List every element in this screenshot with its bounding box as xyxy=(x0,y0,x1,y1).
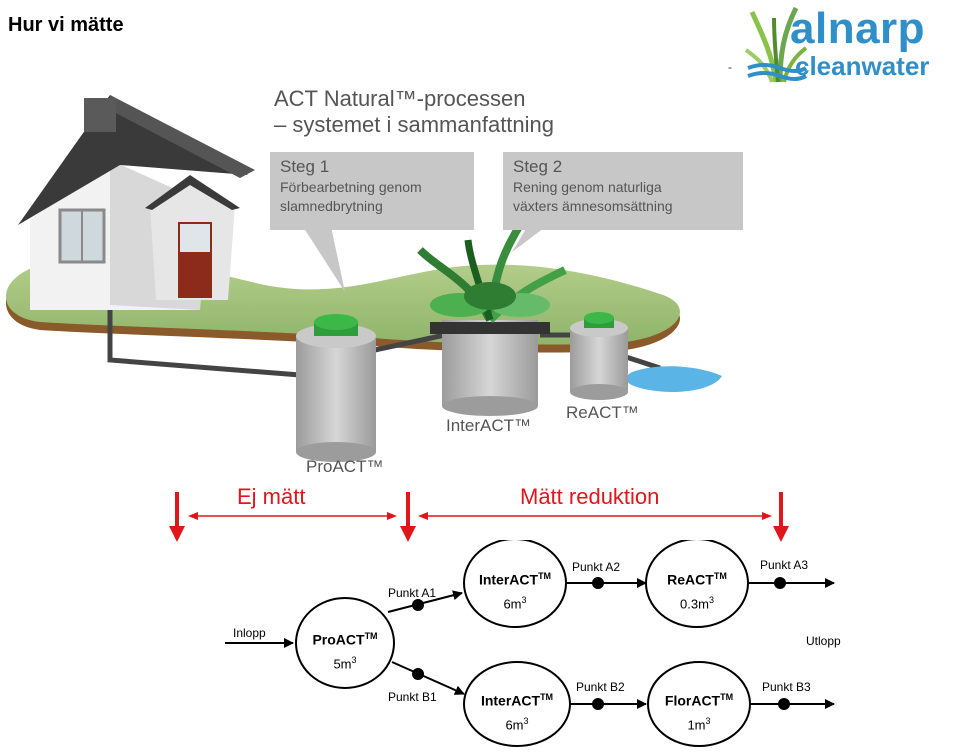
not-measured-label: Ej mätt xyxy=(237,484,306,509)
interact-a-node-volume: 6m3 xyxy=(503,595,527,612)
proact-node-volume: 5m3 xyxy=(333,655,357,672)
water-outlet-icon xyxy=(626,366,722,392)
measure-point-a3 xyxy=(774,577,786,589)
measurement-markers xyxy=(169,492,789,542)
measure-point-b1 xyxy=(412,668,424,680)
callout-step2: Steg 2 Rening genom naturliga växters äm… xyxy=(503,152,743,230)
system-illustration xyxy=(5,95,722,462)
callout-step1-line2: slamnedbrytning xyxy=(280,198,383,214)
callout-step2-line1: Rening genom naturliga xyxy=(513,179,662,195)
callout-step1-line1: Förbearbetning genom xyxy=(280,179,422,195)
callout-step2-heading: Steg 2 xyxy=(513,157,563,176)
proact-component-label: ProACT™ xyxy=(306,457,384,476)
node-interact-a xyxy=(463,540,567,628)
react-node-volume: 0.3m3 xyxy=(680,595,714,612)
process-title-line2: – systemet i sammanfattning xyxy=(274,112,555,137)
logo-wordmark-alnarp: alnarp xyxy=(790,4,926,53)
measure-point-b3 xyxy=(778,698,790,710)
measured-reduction-label: Mätt reduktion xyxy=(520,484,660,509)
node-interact-b xyxy=(463,661,571,747)
arrow-proact-to-interact-a xyxy=(387,590,463,613)
process-title-line1: ACT Natural™-processen xyxy=(274,86,526,111)
outlet-label: Utlopp xyxy=(806,634,841,648)
measure-point-b2 xyxy=(592,698,604,710)
interact-b-node-title: InterACTTM xyxy=(480,692,554,709)
page-title: Hur vi mätte xyxy=(8,14,124,36)
proact-node-title: ProACTTM xyxy=(312,631,378,648)
interact-component-label: InterACT™ xyxy=(446,416,532,435)
point-a2-label: Punkt A2 xyxy=(572,560,621,574)
point-b3-label: Punkt B3 xyxy=(762,680,811,694)
down-arrow-icon xyxy=(169,526,185,542)
arrow-proact-to-interact-b xyxy=(391,661,465,695)
interact-a-node-title: InterACTTM xyxy=(478,571,552,588)
flow-diagram xyxy=(225,540,835,747)
floract-node-volume: 1m3 xyxy=(687,716,711,733)
process-title: ACT Natural™-processen – systemet i samm… xyxy=(274,86,554,138)
react-node-title: ReACTTM xyxy=(667,571,727,588)
floract-node-title: FlorACTTM xyxy=(664,692,734,709)
company-logo xyxy=(728,4,958,84)
point-a1-label: Punkt A1 xyxy=(388,586,437,600)
measure-point-a2 xyxy=(592,577,604,589)
callout-step1: Steg 1 Förbearbetning genom slamnedbrytn… xyxy=(270,152,474,230)
reed-logo-icon xyxy=(744,6,808,83)
react-component-label: ReACT™ xyxy=(566,403,639,422)
interact-b-node-volume: 6m3 xyxy=(505,716,529,733)
point-b2-label: Punkt B2 xyxy=(576,680,625,694)
logo-wordmark-cleanwater: cleanwater xyxy=(795,51,930,81)
point-a3-label: Punkt A3 xyxy=(760,558,809,572)
measure-point-a1 xyxy=(412,599,424,611)
node-floract xyxy=(647,661,751,747)
logo-dash: - xyxy=(728,60,732,74)
plants-icon xyxy=(417,222,567,323)
callout-step2-line2: växters ämnesomsättning xyxy=(513,198,673,214)
point-b1-label: Punkt B1 xyxy=(388,690,437,704)
callout-step1-heading: Steg 1 xyxy=(280,157,330,176)
down-arrow-icon xyxy=(400,526,416,542)
down-arrow-icon xyxy=(773,526,789,542)
house-icon xyxy=(18,95,255,310)
inlet-label: Inlopp xyxy=(233,626,266,640)
node-react xyxy=(645,540,749,628)
node-proact xyxy=(295,597,395,689)
